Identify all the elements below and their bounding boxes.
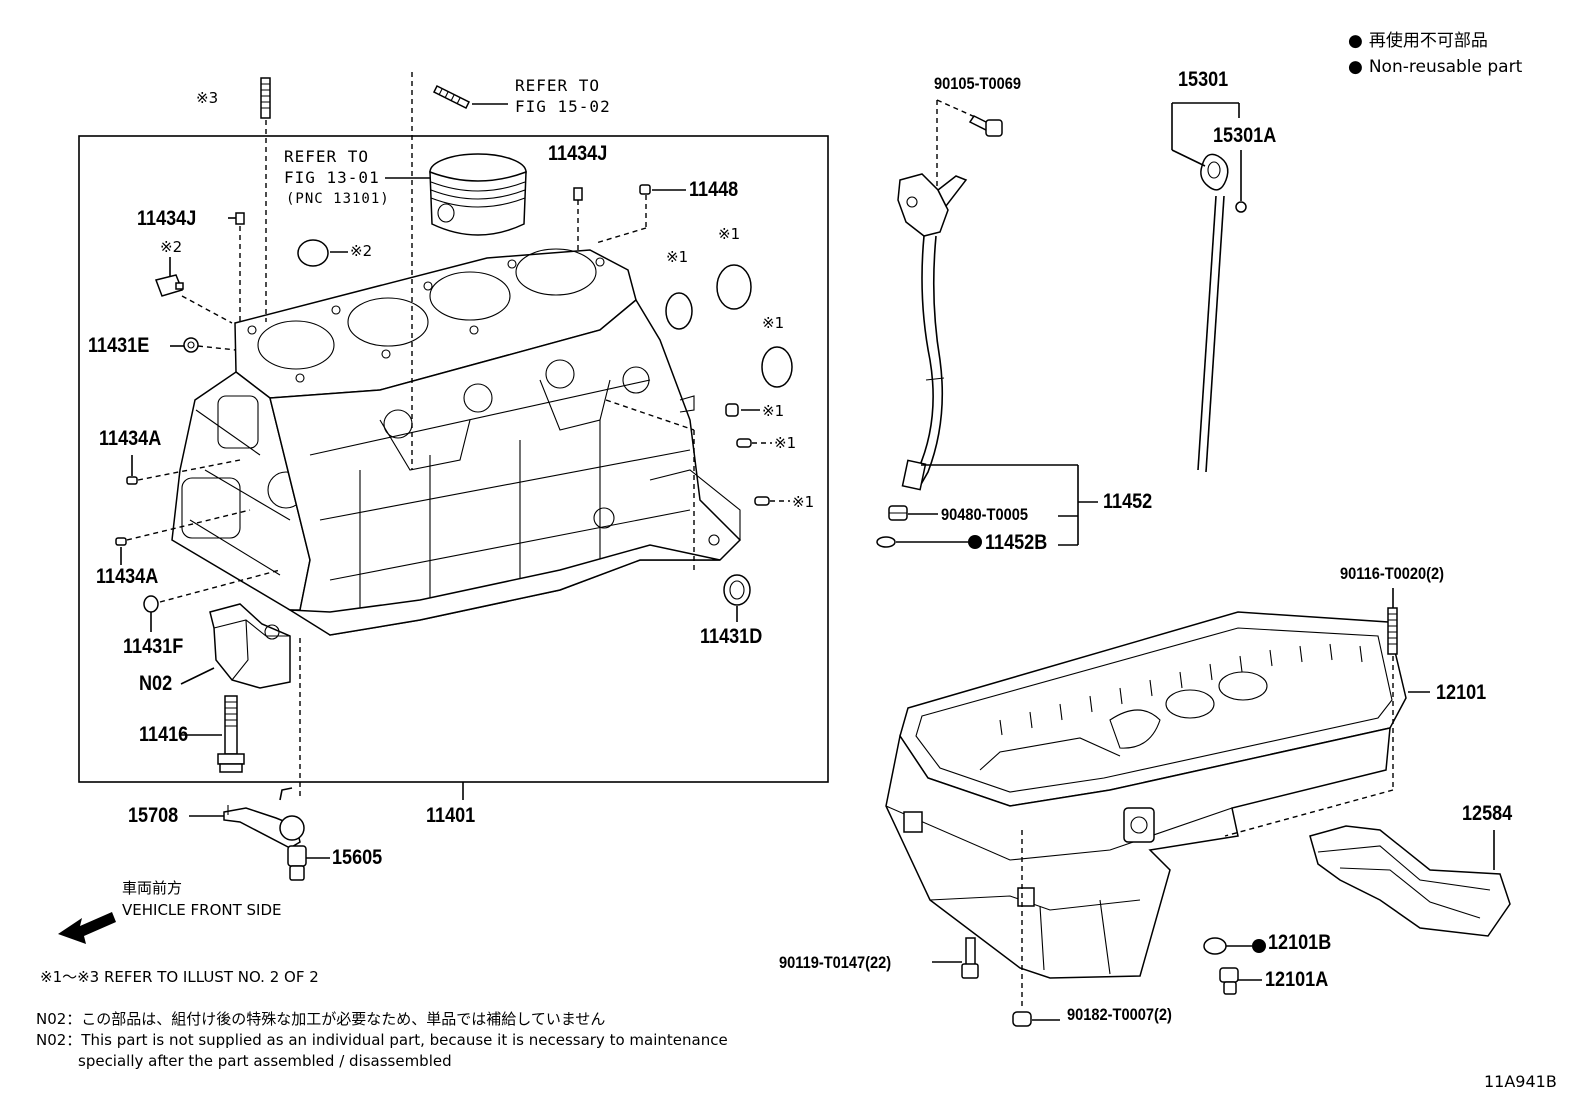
part-label-11401[interactable]: 11401 [426,804,476,827]
expansion-plug-mark1-b [716,264,752,310]
part-label-90182[interactable]: 90182-T0007(2) [1067,1005,1172,1024]
plug-90480 [888,505,908,521]
note-n02-en-line1: N02：This part is not supplied as an indi… [36,1031,728,1049]
dipstick-leaders [1171,102,1242,201]
dipstick-guide-11452 [897,173,968,491]
part-label-12101A[interactable]: 12101A [1265,968,1329,991]
plug-mark1 [725,403,739,417]
seal-11431D [723,574,751,606]
part-label-11448[interactable]: 11448 [689,178,739,201]
note-n02-jp: N02：この部品は、組付け後の特殊な加工が必要なため、単品では補給していません [36,1010,606,1028]
bracket-15708 [223,787,305,849]
vehicle-front-arrow-icon [58,912,116,944]
mark1-label-e: ※1 [774,434,797,452]
mark1-label-c: ※1 [762,314,785,332]
mark1-label-d: ※1 [762,402,785,420]
part-label-90116[interactable]: 90116-T0020(2) [1340,564,1445,583]
oring-11452B [876,536,896,548]
bearing-cap-N02 [209,603,291,689]
expansion-plug-mark1-a [665,292,693,330]
plug-11431E [183,337,199,353]
pin-mark1-b [754,496,770,506]
legend-jp: 再使用不可部品 [1348,29,1488,53]
cylinder-block-group-frame [78,135,829,783]
nut-90182 [1012,1011,1032,1027]
plug-mark2-tip [175,282,184,290]
mark1-label-f: ※1 [792,493,815,511]
part-label-12584[interactable]: 12584 [1462,802,1513,825]
bolt-11416 [217,695,245,773]
pin-11434A-bottom [115,537,127,546]
nonreusable-marker-12101B [1252,939,1266,953]
part-label-11434A-top[interactable]: 11434A [99,427,162,450]
stud-90116 [1387,607,1398,655]
part-label-11452B[interactable]: 11452B [985,531,1048,554]
part-label-11434J-left[interactable]: 11434J [137,207,197,230]
part-label-11431E[interactable]: 11431E [88,334,150,357]
illustration-id: 11A941B [1484,1072,1557,1091]
stud-mark3 [260,77,271,119]
block-leader-lines [120,72,790,859]
stud-fig15 [432,84,508,110]
pin-11434A-top [126,476,138,485]
gasket-12101B [1203,937,1227,955]
part-label-15708[interactable]: 15708 [128,804,179,827]
part-label-11416[interactable]: 11416 [139,723,189,746]
vehicle-front-en: VEHICLE FRONT SIDE [122,901,282,919]
mark1-label-a: ※1 [666,248,689,266]
oring-15301A [1235,201,1247,213]
pin-11434J-top [573,187,583,201]
baffle-plate-12584 [1309,825,1511,937]
part-label-90105[interactable]: 90105-T0069 [934,74,1021,93]
part-label-15301A[interactable]: 15301A [1213,124,1277,147]
refer-fig13-line2: FIG 13-01 [284,168,380,187]
part-label-11431F[interactable]: 11431F [123,635,184,658]
pin-mark1-a [736,438,752,448]
plug-11431F [143,595,159,613]
expansion-plug-mark1-c [761,346,793,388]
part-label-11452[interactable]: 11452 [1103,490,1153,513]
dipstick-15301 [1197,153,1229,473]
refer-fig13-line3: (PNC 13101) [286,191,390,207]
part-label-11434J-top[interactable]: 11434J [548,142,608,165]
refer-fig15-line1: REFER TO [515,76,601,95]
pin-11448 [639,184,651,195]
part-label-12101[interactable]: 12101 [1436,681,1487,704]
bolt-90105 [968,115,1003,137]
mark3-label: ※3 [196,89,219,107]
mark2-label-expansion: ※2 [350,242,373,260]
bolt-90119 [961,937,979,979]
piston-illustration [429,153,527,236]
note-n02-en-line2: specially after the part assembled / dis… [78,1052,452,1070]
expansion-plug-mark2 [297,239,329,267]
cylinder-block-illustration [171,248,742,636]
oil-pan-12101 [885,611,1407,979]
part-label-11431D[interactable]: 11431D [700,625,763,648]
part-label-N02[interactable]: N02 [139,672,173,695]
pin-11434J-left [235,212,245,225]
note-refer-illust: ※1～※3 REFER TO ILLUST NO. 2 OF 2 [40,968,319,986]
part-label-11434A-bottom[interactable]: 11434A [96,565,159,588]
part-label-90480[interactable]: 90480-T0005 [941,505,1028,524]
mark1-label-b: ※1 [718,225,741,243]
part-label-12101B[interactable]: 12101B [1268,931,1332,954]
drain-plug-12101A [1219,967,1239,995]
part-label-90119[interactable]: 90119-T0147(22) [779,953,892,972]
leader-90105-b [936,99,976,118]
refer-fig15-line2: FIG 15-02 [515,97,611,116]
vehicle-front-jp: 車両前方 [122,879,183,897]
plug-15605 [287,845,307,881]
part-label-15301[interactable]: 15301 [1178,68,1229,91]
legend-en: Non-reusable part [1348,55,1522,79]
refer-fig13-line1: REFER TO [284,147,370,166]
leader-90116-dash-b [1224,789,1394,837]
mark2-label-plug: ※2 [160,238,183,256]
part-label-15605[interactable]: 15605 [332,846,383,869]
dipstick-guide-leaders [896,464,1098,549]
